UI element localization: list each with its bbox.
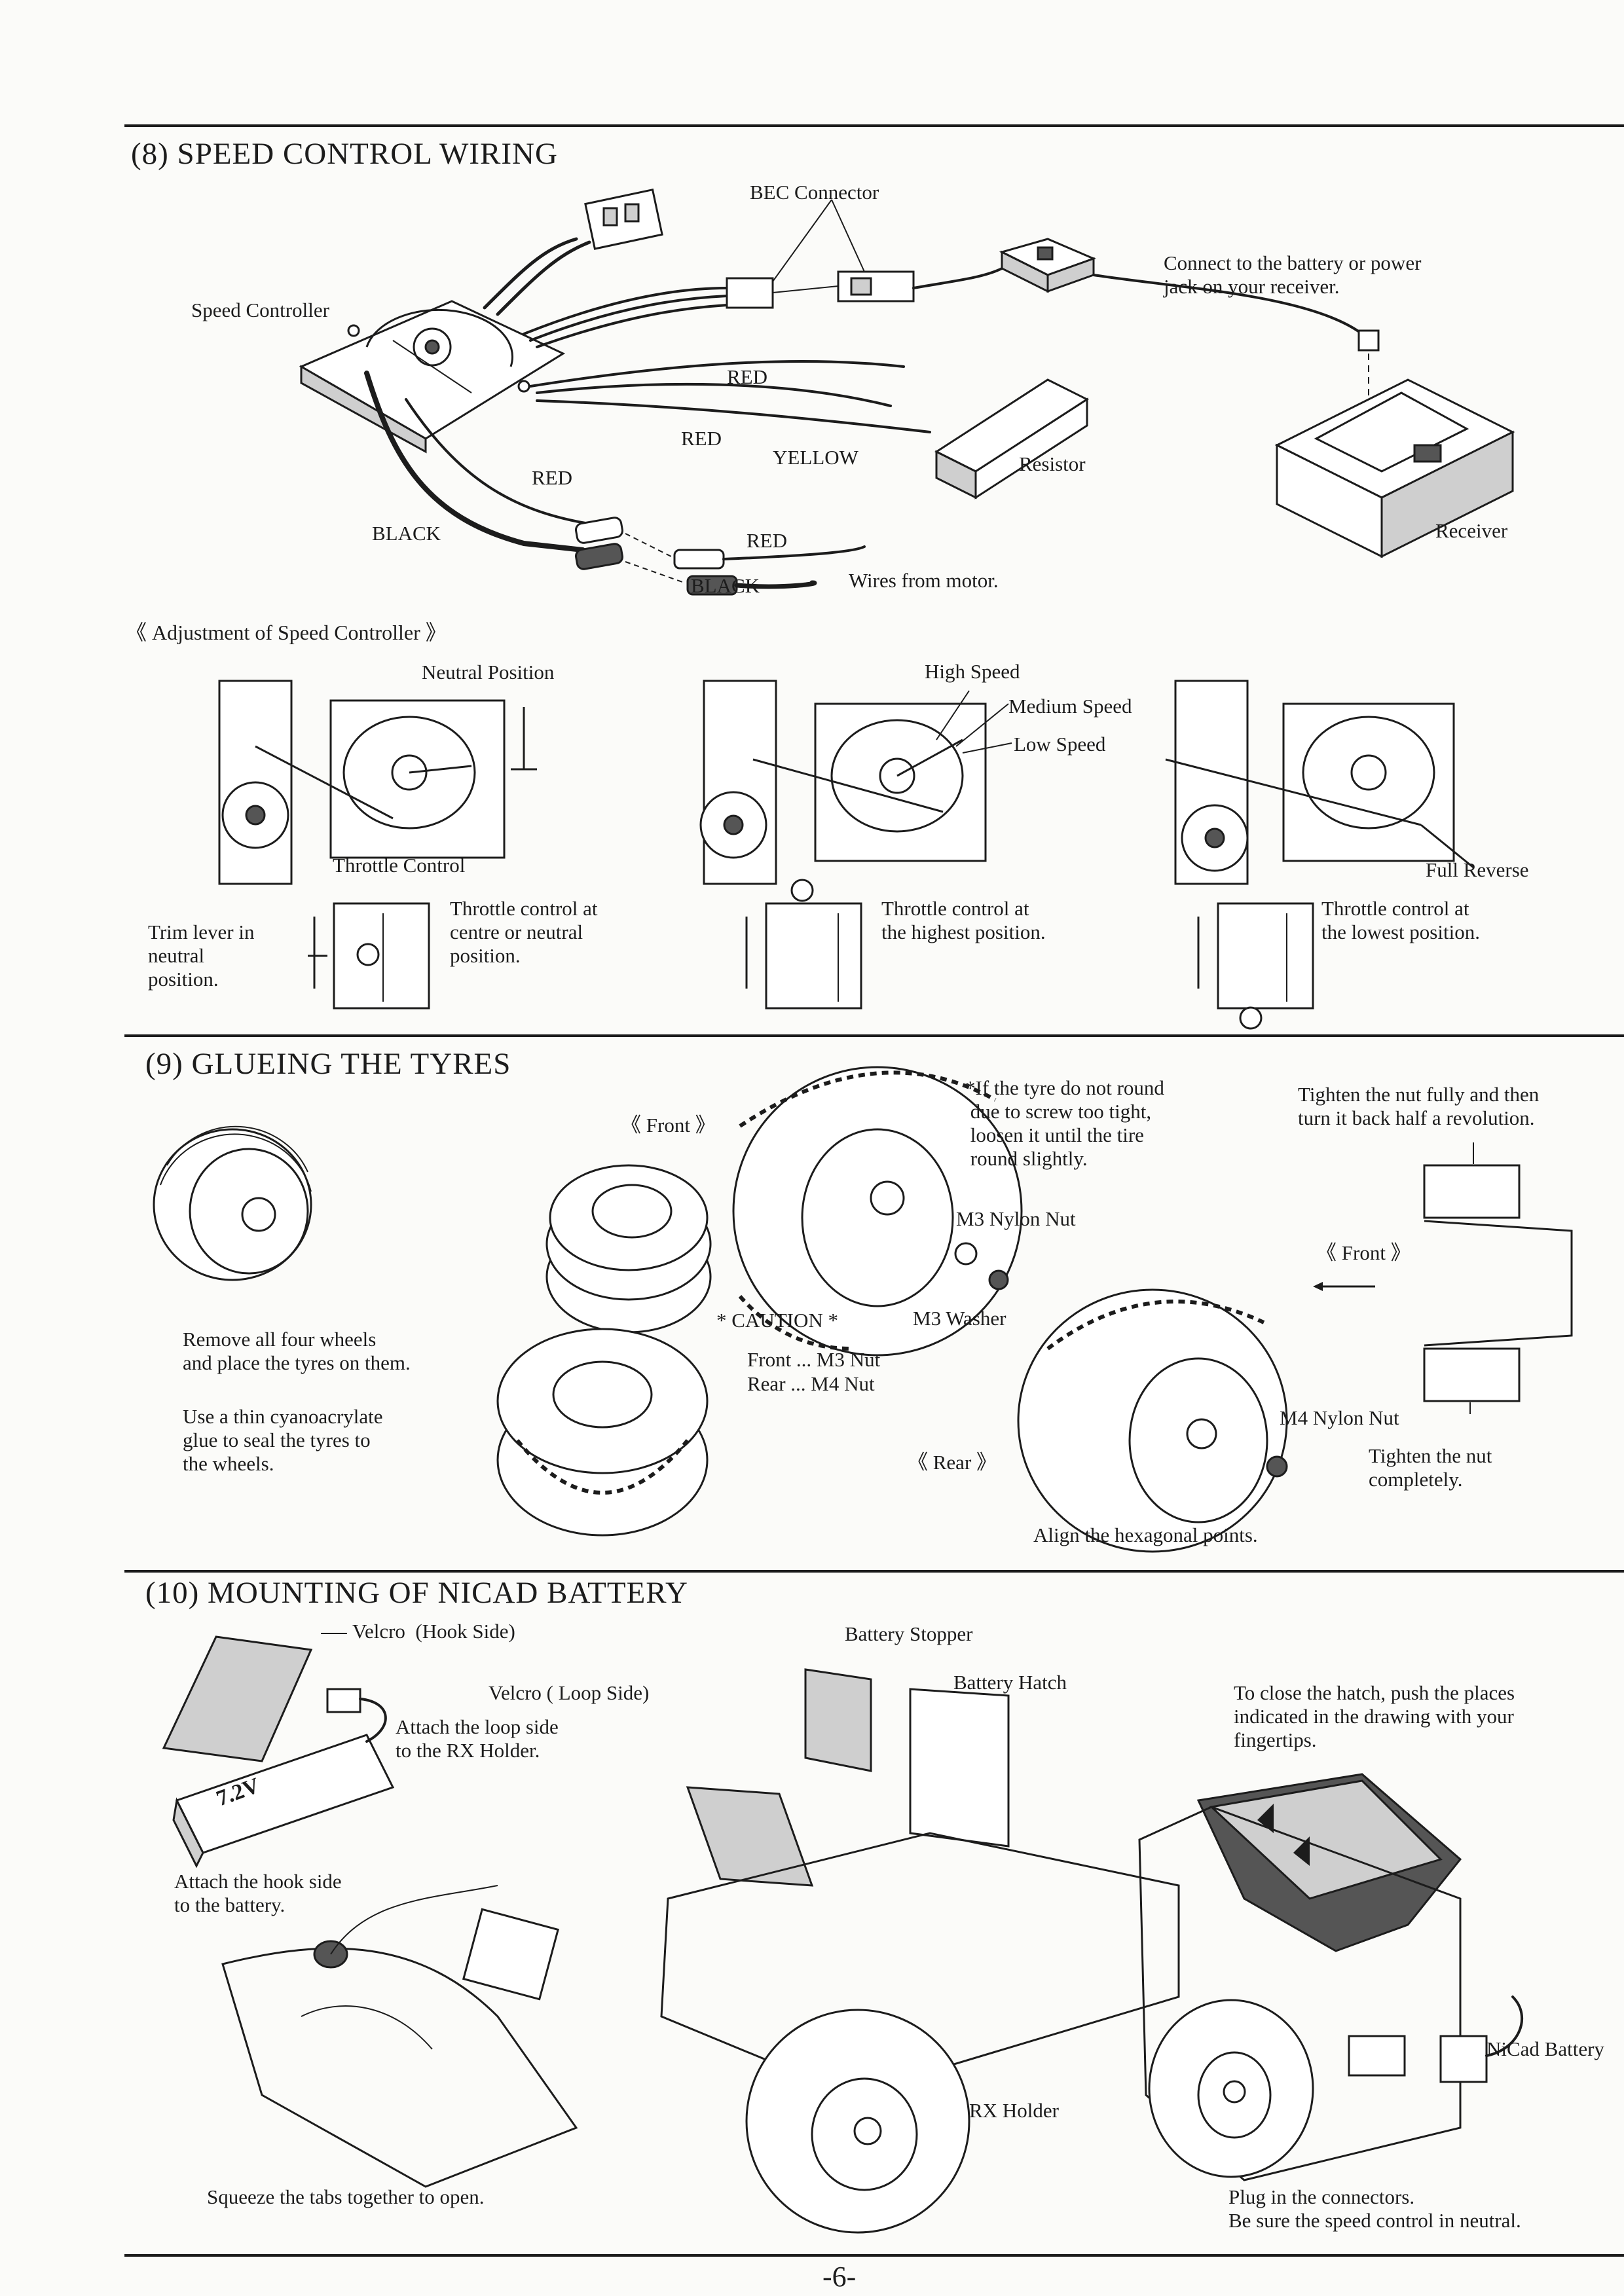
section-8-title: (8) SPEED CONTROL WIRING [131, 137, 558, 171]
speed-controller-label: Speed Controller [191, 299, 329, 321]
high-speed-label: High Speed [925, 660, 1020, 683]
servo-diagram-reverse [1165, 680, 1474, 885]
bottom-rule [124, 2254, 1624, 2257]
throttle-highest-label: Throttle control at the highest position… [881, 897, 1046, 943]
close-hatch-label: To close the hatch, push the places indi… [1234, 1681, 1515, 1751]
battery-hatch-label: Battery Hatch [953, 1671, 1067, 1694]
motor-connectors [575, 517, 738, 596]
red-wire-label-4: RED [747, 529, 787, 552]
servo-diagram-high [699, 680, 1012, 885]
trim-lever-label: Trim lever in neutral position. [148, 920, 255, 991]
cyanoacrylate-label: Use a thin cyanoacrylate glue to seal th… [183, 1405, 383, 1475]
nut-adjustment-diagram [1313, 1142, 1573, 1414]
transmitter-high [745, 879, 862, 1010]
full-reverse-label: Full Reverse [1426, 858, 1529, 881]
front-label-2: 《 Front 》 [1316, 1241, 1411, 1264]
caution-label: * CAUTION * [716, 1309, 838, 1332]
bec-plug-top [584, 188, 663, 250]
red-wire-label-2: RED [681, 427, 722, 450]
throttle-control-label: Throttle Control [333, 854, 466, 877]
front-tyre-illustration [732, 1066, 1023, 1357]
adjustment-heading: 《 Adjustment of Speed Controller 》 [126, 621, 447, 644]
black-wire-label-2: BLACK [691, 574, 760, 597]
throttle-lowest-label: Throttle control at the lowest position. [1321, 897, 1480, 943]
m3-washer-label: M3 Washer [913, 1307, 1006, 1330]
transmitter-neutral [308, 902, 430, 1010]
squeeze-tabs-label: Squeeze the tabs together to open. [207, 2185, 485, 2208]
receiver-label: Receiver [1435, 519, 1508, 542]
wheel-illustration [153, 1125, 312, 1281]
battery-stopper-label: Battery Stopper [845, 1622, 973, 1645]
rx-holder-illustration [660, 1668, 1180, 2234]
top-rule [124, 124, 1624, 127]
section9-rule [124, 1034, 1624, 1037]
rear-label: 《 Rear 》 [908, 1451, 997, 1474]
connect-battery-label: Connect to the battery or power jack on … [1164, 251, 1422, 298]
red-wire-label-3: RED [532, 466, 572, 489]
section10-rule [124, 1570, 1624, 1573]
section-9-title: (9) GLUEING THE TYRES [145, 1047, 511, 1081]
medium-speed-label: Medium Speed [1008, 695, 1132, 718]
battery-pack-illustration [172, 1688, 395, 1868]
transmitter-low [1197, 902, 1314, 1030]
switch-illustration [999, 238, 1097, 293]
low-speed-label: Low Speed [1014, 733, 1106, 756]
red-wire-label-1: RED [727, 365, 767, 388]
velcro-hook-label: Velcro (Hook Side) [352, 1620, 515, 1643]
tyre-stack-illustration [496, 1164, 712, 1537]
resistor-illustration [934, 378, 1090, 500]
page-number: -6- [822, 2261, 857, 2293]
wires-from-motor-label: Wires from motor. [849, 569, 999, 592]
black-wire-label-1: BLACK [372, 522, 441, 545]
section-10-title: (10) MOUNTING OF NICAD BATTERY [145, 1576, 688, 1610]
bec-connector-illustration [726, 270, 915, 309]
m4-nylon-nut-label: M4 Nylon Nut [1280, 1406, 1399, 1429]
tighten-half-label: Tighten the nut fully and then turn it b… [1298, 1083, 1540, 1129]
remove-wheels-label: Remove all four wheels and place the tyr… [183, 1328, 411, 1374]
throttle-neutral-label: Throttle control at centre or neutral po… [450, 897, 598, 967]
receiver-illustration [1274, 378, 1515, 558]
resistor-label: Resistor [1019, 452, 1086, 475]
rear-tyre-illustration [1017, 1288, 1288, 1553]
tighten-completely-label: Tighten the nut completely. [1369, 1444, 1492, 1491]
attach-hook-label: Attach the hook side to the battery. [174, 1870, 342, 1916]
hatch-battery-illustration [1138, 1773, 1524, 2181]
rx-holder-label: RX Holder [969, 2099, 1059, 2122]
squeeze-tabs-illustration [221, 1885, 578, 2188]
speed-controller-illustration [299, 300, 566, 454]
velcro-loop-label: Velcro ( Loop Side) [489, 1681, 650, 1704]
nicad-battery-label: NiCad Battery [1486, 2037, 1604, 2060]
m3-nylon-nut-label: M3 Nylon Nut [956, 1207, 1076, 1230]
attach-loop-label: Attach the loop side to the RX Holder. [396, 1715, 559, 1762]
servo-diagram-neutral [218, 680, 537, 885]
front-label: 《 Front 》 [621, 1114, 716, 1137]
plug-connectors-label: Plug in the connectors. Be sure the spee… [1228, 2185, 1521, 2232]
rear-m4-nut-label: Rear ... M4 Nut [747, 1372, 875, 1395]
align-hex-label: Align the hexagonal points. [1033, 1523, 1258, 1546]
neutral-position-label: Neutral Position [422, 661, 555, 683]
yellow-wire-label: YELLOW [773, 446, 858, 469]
front-m3-nut-label: Front ... M3 Nut [747, 1348, 881, 1371]
bec-connector-label: BEC Connector [750, 181, 879, 204]
tyre-round-note: *If the tyre do not round due to screw t… [965, 1076, 1164, 1170]
velcro-hook-illustration [162, 1633, 347, 1762]
